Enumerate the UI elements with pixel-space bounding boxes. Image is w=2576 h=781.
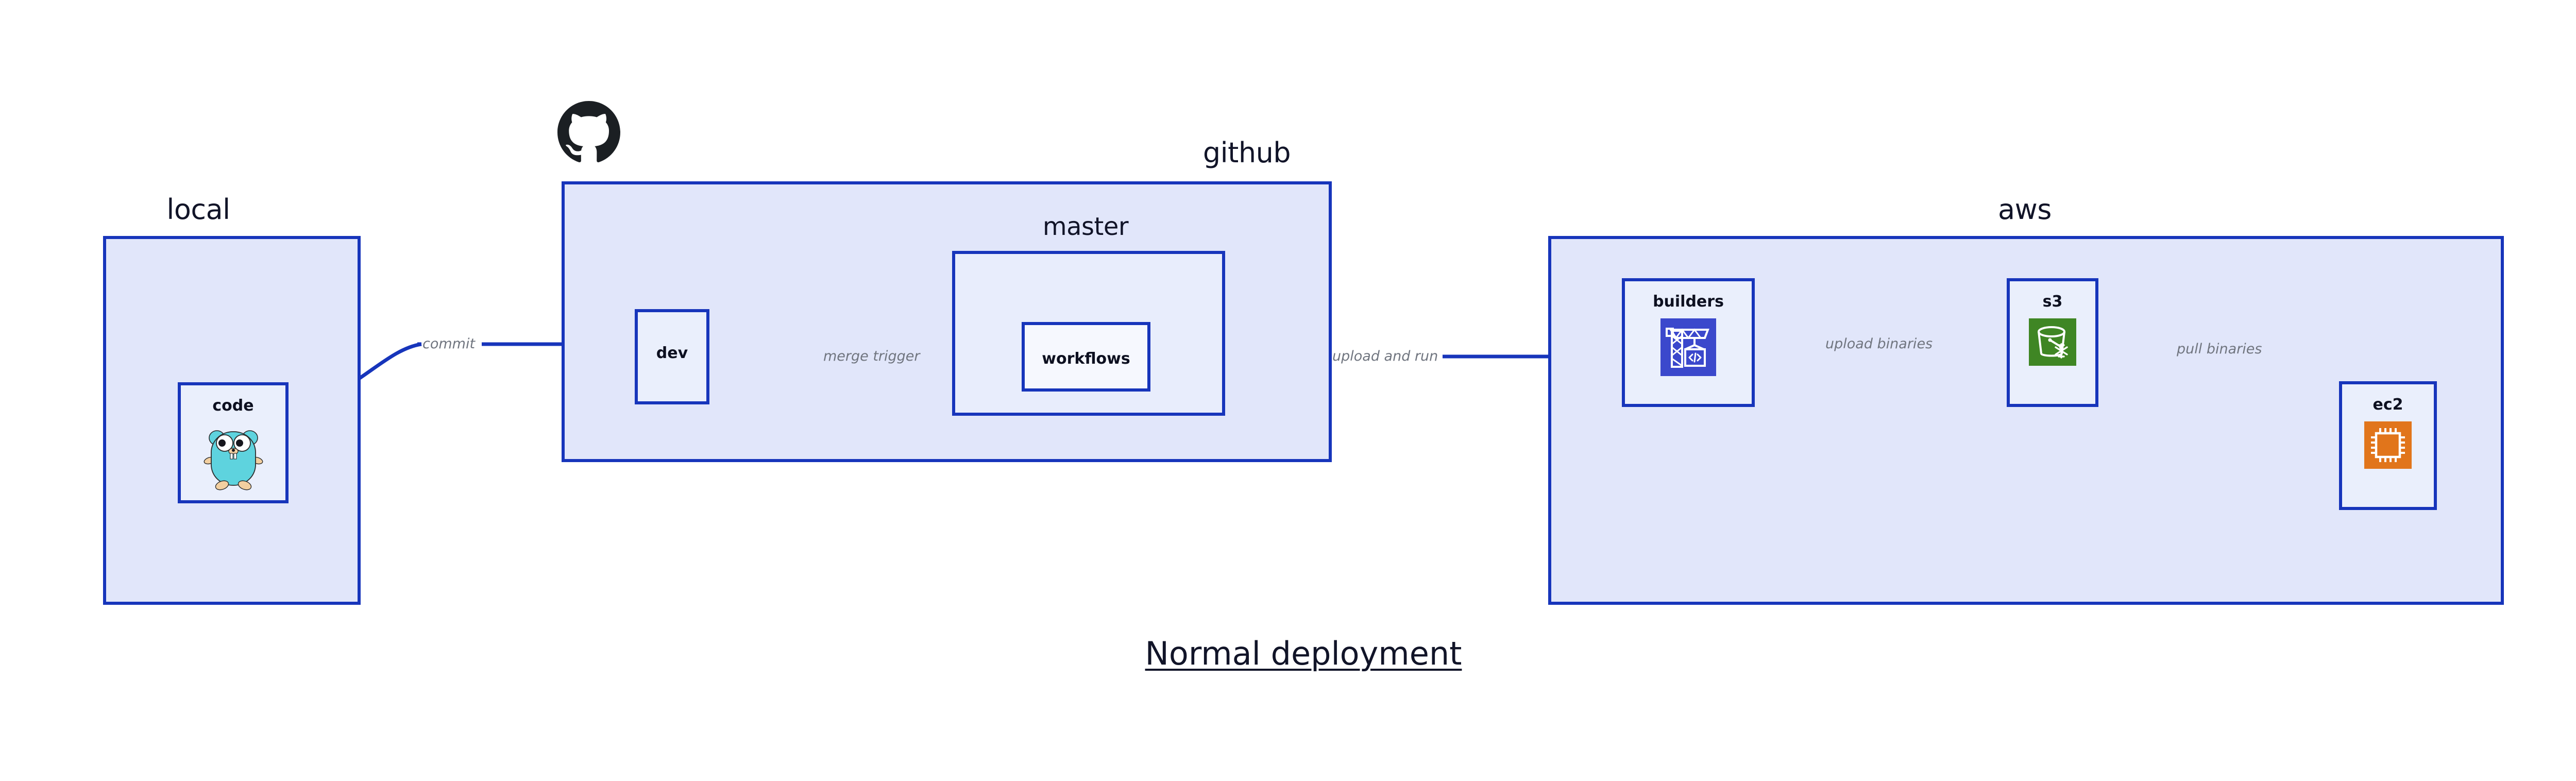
ec2-chip-icon xyxy=(2364,421,2412,471)
s3-glacier-icon xyxy=(2029,318,2076,368)
node-label-workflows: workflows xyxy=(1042,350,1130,368)
edge-label-pull-binaries: pull binaries xyxy=(2177,341,2262,357)
node-builders[interactable]: builders xyxy=(1622,278,1755,407)
node-label-s3: s3 xyxy=(2042,293,2063,311)
group-label-aws: aws xyxy=(1998,193,2052,226)
go-gopher-icon xyxy=(202,422,264,494)
edge-label-commit: commit xyxy=(422,336,476,352)
edge-label-upload-binaries: upload binaries xyxy=(1825,336,1933,352)
node-workflows[interactable]: workflows xyxy=(1022,322,1150,392)
node-label-ec2: ec2 xyxy=(2372,396,2403,414)
codebuild-icon xyxy=(1660,318,1716,378)
node-label-dev: dev xyxy=(656,344,688,362)
node-label-builders: builders xyxy=(1653,293,1724,311)
node-ec2[interactable]: ec2 xyxy=(2339,381,2437,510)
github-octocat-logo xyxy=(557,101,620,166)
diagram-title: Normal deployment xyxy=(1145,635,1462,672)
node-code[interactable]: code xyxy=(178,382,289,503)
edge-label-merge-trigger: merge trigger xyxy=(823,348,920,364)
group-label-github: github xyxy=(1202,137,1291,169)
group-label-local: local xyxy=(166,193,230,226)
node-s3[interactable]: s3 xyxy=(2007,278,2098,407)
node-dev[interactable]: dev xyxy=(635,309,709,404)
subgroup-label-master: master xyxy=(1042,212,1129,241)
edge-label-upload-and-run: upload and run xyxy=(1332,348,1438,364)
node-label-code: code xyxy=(212,397,254,415)
